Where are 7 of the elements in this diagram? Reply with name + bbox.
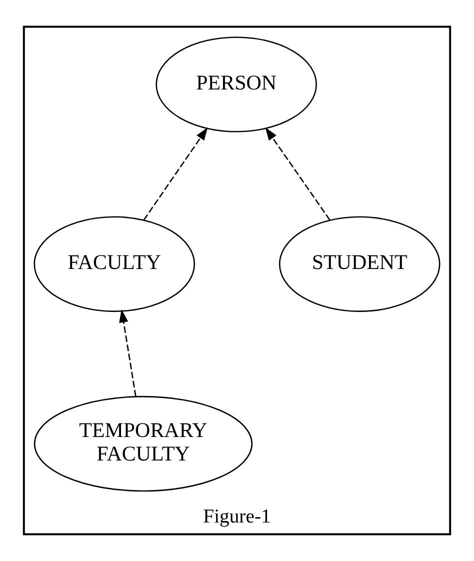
node-ellipse: TEMPORARY FACULTY — [34, 396, 253, 492]
arrow — [119, 309, 136, 396]
node-ellipse: STUDENT — [278, 216, 440, 312]
arrow — [143, 127, 208, 220]
node-ellipse: PERSON — [156, 36, 317, 132]
arrow — [265, 127, 330, 220]
node-ellipse: FACULTY — [34, 216, 196, 312]
